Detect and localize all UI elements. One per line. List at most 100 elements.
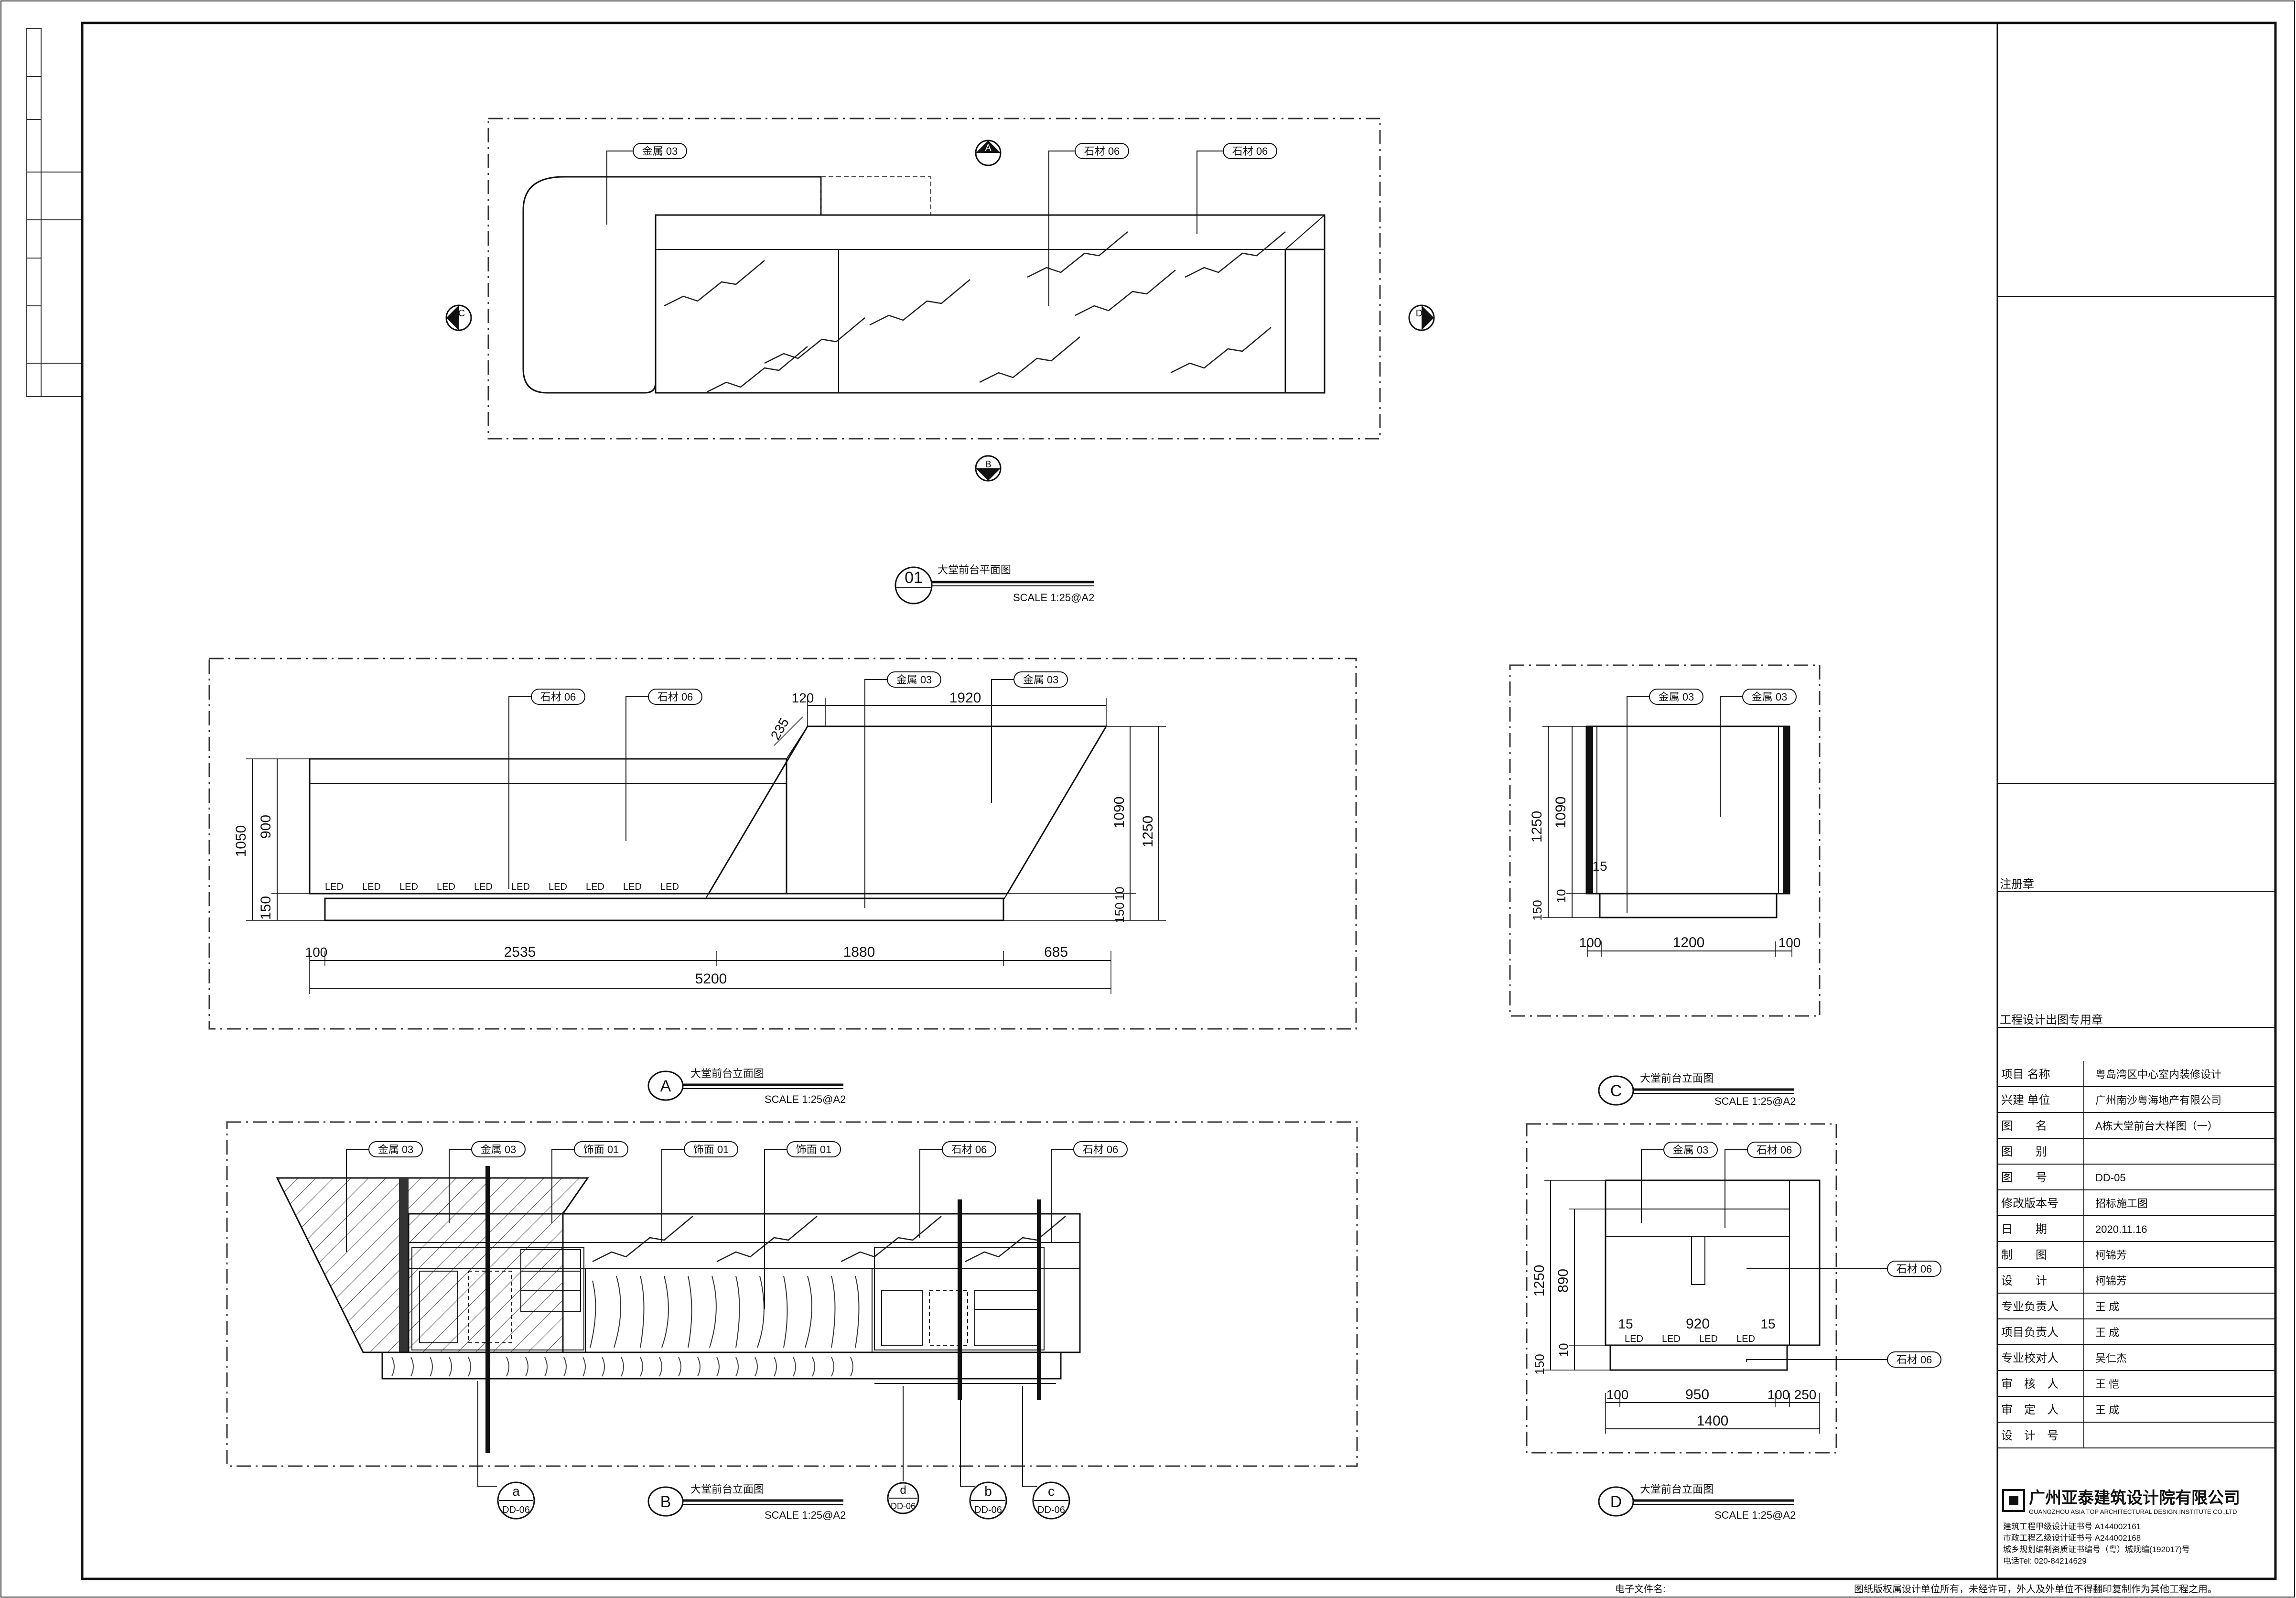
led-label: LED <box>623 882 642 892</box>
elev-c-letter: C <box>1610 1082 1622 1100</box>
title-row-value: 柯锦芳 <box>2095 1275 2127 1287</box>
plan-scale: SCALE 1:25@A2 <box>1013 592 1094 604</box>
svg-text:150: 150 <box>258 896 274 920</box>
plan-label-metal: 金属 03 <box>642 145 678 157</box>
title-row-value: 柯锦芳 <box>2095 1249 2127 1261</box>
title-row-value: 2020.11.16 <box>2095 1223 2147 1235</box>
led-label: LED <box>660 882 679 892</box>
svg-text:235: 235 <box>768 715 792 742</box>
title-row-label: 设 计 <box>2001 1274 2047 1287</box>
led-label: LED <box>437 882 455 892</box>
detail-callout-c: c DD-06 <box>1032 1481 1070 1520</box>
title-row-value: 广州南沙粤海地产有限公司 <box>2095 1094 2221 1106</box>
led-label: LED <box>549 882 567 892</box>
svg-text:c: c <box>1048 1484 1055 1499</box>
elev-d-label-stone-3: 石材 06 <box>1897 1354 1932 1366</box>
elev-b-label-metal-1: 金属 03 <box>378 1144 414 1155</box>
svg-text:A: A <box>985 143 992 153</box>
svg-text:100: 100 <box>1779 935 1801 950</box>
plan-view: 金属 03 石材 06 石材 06 A B C D 01 大堂前台平 <box>445 118 1435 605</box>
svg-text:a: a <box>512 1484 520 1499</box>
elev-c-label-metal-2: 金属 03 <box>1752 691 1788 703</box>
svg-text:1400: 1400 <box>1697 1413 1729 1429</box>
plan-label-stone-b: 石材 06 <box>1232 145 1268 157</box>
svg-text:C: C <box>458 308 465 319</box>
led-label: LED <box>1736 1334 1755 1344</box>
section-mark-bottom: B <box>975 455 1002 482</box>
title-row-value: 粤岛湾区中心室内装修设计 <box>2095 1069 2221 1080</box>
svg-text:150: 150 <box>1112 902 1127 923</box>
led-label: LED <box>362 882 381 892</box>
revision-strip <box>26 28 81 397</box>
cert-line-1: 建筑工程甲级设计证书号 A144002161 <box>2003 1522 2141 1531</box>
led-label: LED <box>511 882 530 892</box>
title-row-label: 制 图 <box>2001 1249 2047 1262</box>
title-block: 注册章 工程设计出图专用章 项目 名称粤岛湾区中心室内装修设计兴建 单位广州南沙… <box>1997 296 2275 1566</box>
svg-text:890: 890 <box>1555 1269 1571 1293</box>
cert-line-2: 市政工程乙级设计证书号 A244002168 <box>2003 1533 2141 1543</box>
svg-text:DD-06: DD-06 <box>1037 1505 1065 1515</box>
elev-d-label-metal: 金属 03 <box>1673 1144 1709 1156</box>
elev-a-label-metal-1: 金属 03 <box>896 674 932 686</box>
elevation-c: 金属 03 金属 03 1250 1090 150 10 15 100 1200… <box>1509 664 1821 1107</box>
led-label: LED <box>1662 1334 1681 1344</box>
elev-a-scale: SCALE 1:25@A2 <box>765 1093 846 1105</box>
svg-text:685: 685 <box>1044 944 1068 960</box>
svg-text:1250: 1250 <box>1140 816 1156 848</box>
elev-c-scale: SCALE 1:25@A2 <box>1714 1095 1796 1107</box>
svg-text:15: 15 <box>1618 1317 1633 1331</box>
elev-a-label-metal-2: 金属 03 <box>1023 674 1059 686</box>
title-row-value: 王 恺 <box>2095 1378 2119 1390</box>
title-row-label: 日 期 <box>2001 1223 2047 1236</box>
efile-label: 电子文件名: <box>1615 1584 1666 1595</box>
plan-title: 大堂前台平面图 <box>938 564 1011 576</box>
elev-c-label-metal-1: 金属 03 <box>1659 691 1694 703</box>
section-mark-left: C <box>445 304 472 331</box>
svg-text:100: 100 <box>305 945 328 960</box>
svg-text:150: 150 <box>1530 900 1544 920</box>
title-row-value: 招标施工图 <box>2095 1198 2148 1209</box>
svg-text:1090: 1090 <box>1553 797 1569 829</box>
title-row-label: 审 定 人 <box>2001 1404 2059 1416</box>
elev-b-label-stone-2: 石材 06 <box>1083 1144 1119 1155</box>
elev-b-label-stone-1: 石材 06 <box>951 1144 987 1155</box>
svg-text:10: 10 <box>1112 887 1127 901</box>
elev-b-label-finish-2: 饰面 01 <box>693 1144 729 1155</box>
svg-text:1250: 1250 <box>1531 1265 1547 1297</box>
cert-line-3: 城乡规划编制资质证书编号（粤）城规编(192017)号 <box>2003 1545 2190 1554</box>
detail-callout-d: d DD-06 <box>887 1482 919 1514</box>
company-name-en: GUANGZHOU ASIA TOP ARCHITECTURAL DESIGN … <box>2029 1508 2237 1515</box>
svg-text:10: 10 <box>1554 889 1568 903</box>
svg-text:DD-06: DD-06 <box>974 1505 1002 1515</box>
svg-text:d: d <box>900 1484 906 1497</box>
elev-d-label-stone-2: 石材 06 <box>1897 1263 1932 1275</box>
reg-stamp-label: 注册章 <box>2000 878 2034 891</box>
svg-text:b: b <box>984 1484 992 1499</box>
copyright-notice: 图纸版权属设计单位所有，未经许可，外人及外单位不得翻印复制作为其他工程之用。 <box>1854 1584 2217 1595</box>
elev-d-letter: D <box>1610 1493 1622 1511</box>
title-row-label: 项目 名称 <box>2001 1068 2050 1081</box>
elevation-b: 金属 03 金属 03 饰面 01 饰面 01 饰面 01 石材 06 石材 0… <box>226 1121 1358 1521</box>
svg-text:100: 100 <box>1768 1387 1790 1402</box>
svg-text:DD-06: DD-06 <box>891 1501 916 1511</box>
title-row-label: 图 名 <box>2001 1120 2047 1133</box>
elev-b-label-finish-1: 饰面 01 <box>583 1144 619 1155</box>
elev-d-label-stone: 石材 06 <box>1757 1144 1792 1156</box>
led-label: LED <box>586 882 604 892</box>
svg-text:10: 10 <box>1556 1343 1571 1357</box>
detail-callout-b: b DD-06 <box>969 1481 1007 1520</box>
svg-text:150: 150 <box>1532 1354 1547 1374</box>
svg-text:1090: 1090 <box>1111 797 1127 829</box>
cert-line-4: 电话Tel: 020-84214629 <box>2003 1556 2087 1566</box>
title-row-label: 修改版本号 <box>2001 1197 2059 1210</box>
company-name-cn: 广州亚泰建筑设计院有限公司 <box>2029 1489 2240 1507</box>
plan-label-stone-a: 石材 06 <box>1084 145 1120 157</box>
svg-text:DD-06: DD-06 <box>502 1505 530 1515</box>
led-label: LED <box>325 882 344 892</box>
led-label: LED <box>1625 1334 1643 1344</box>
svg-text:1880: 1880 <box>843 944 875 960</box>
svg-text:120: 120 <box>792 691 814 705</box>
